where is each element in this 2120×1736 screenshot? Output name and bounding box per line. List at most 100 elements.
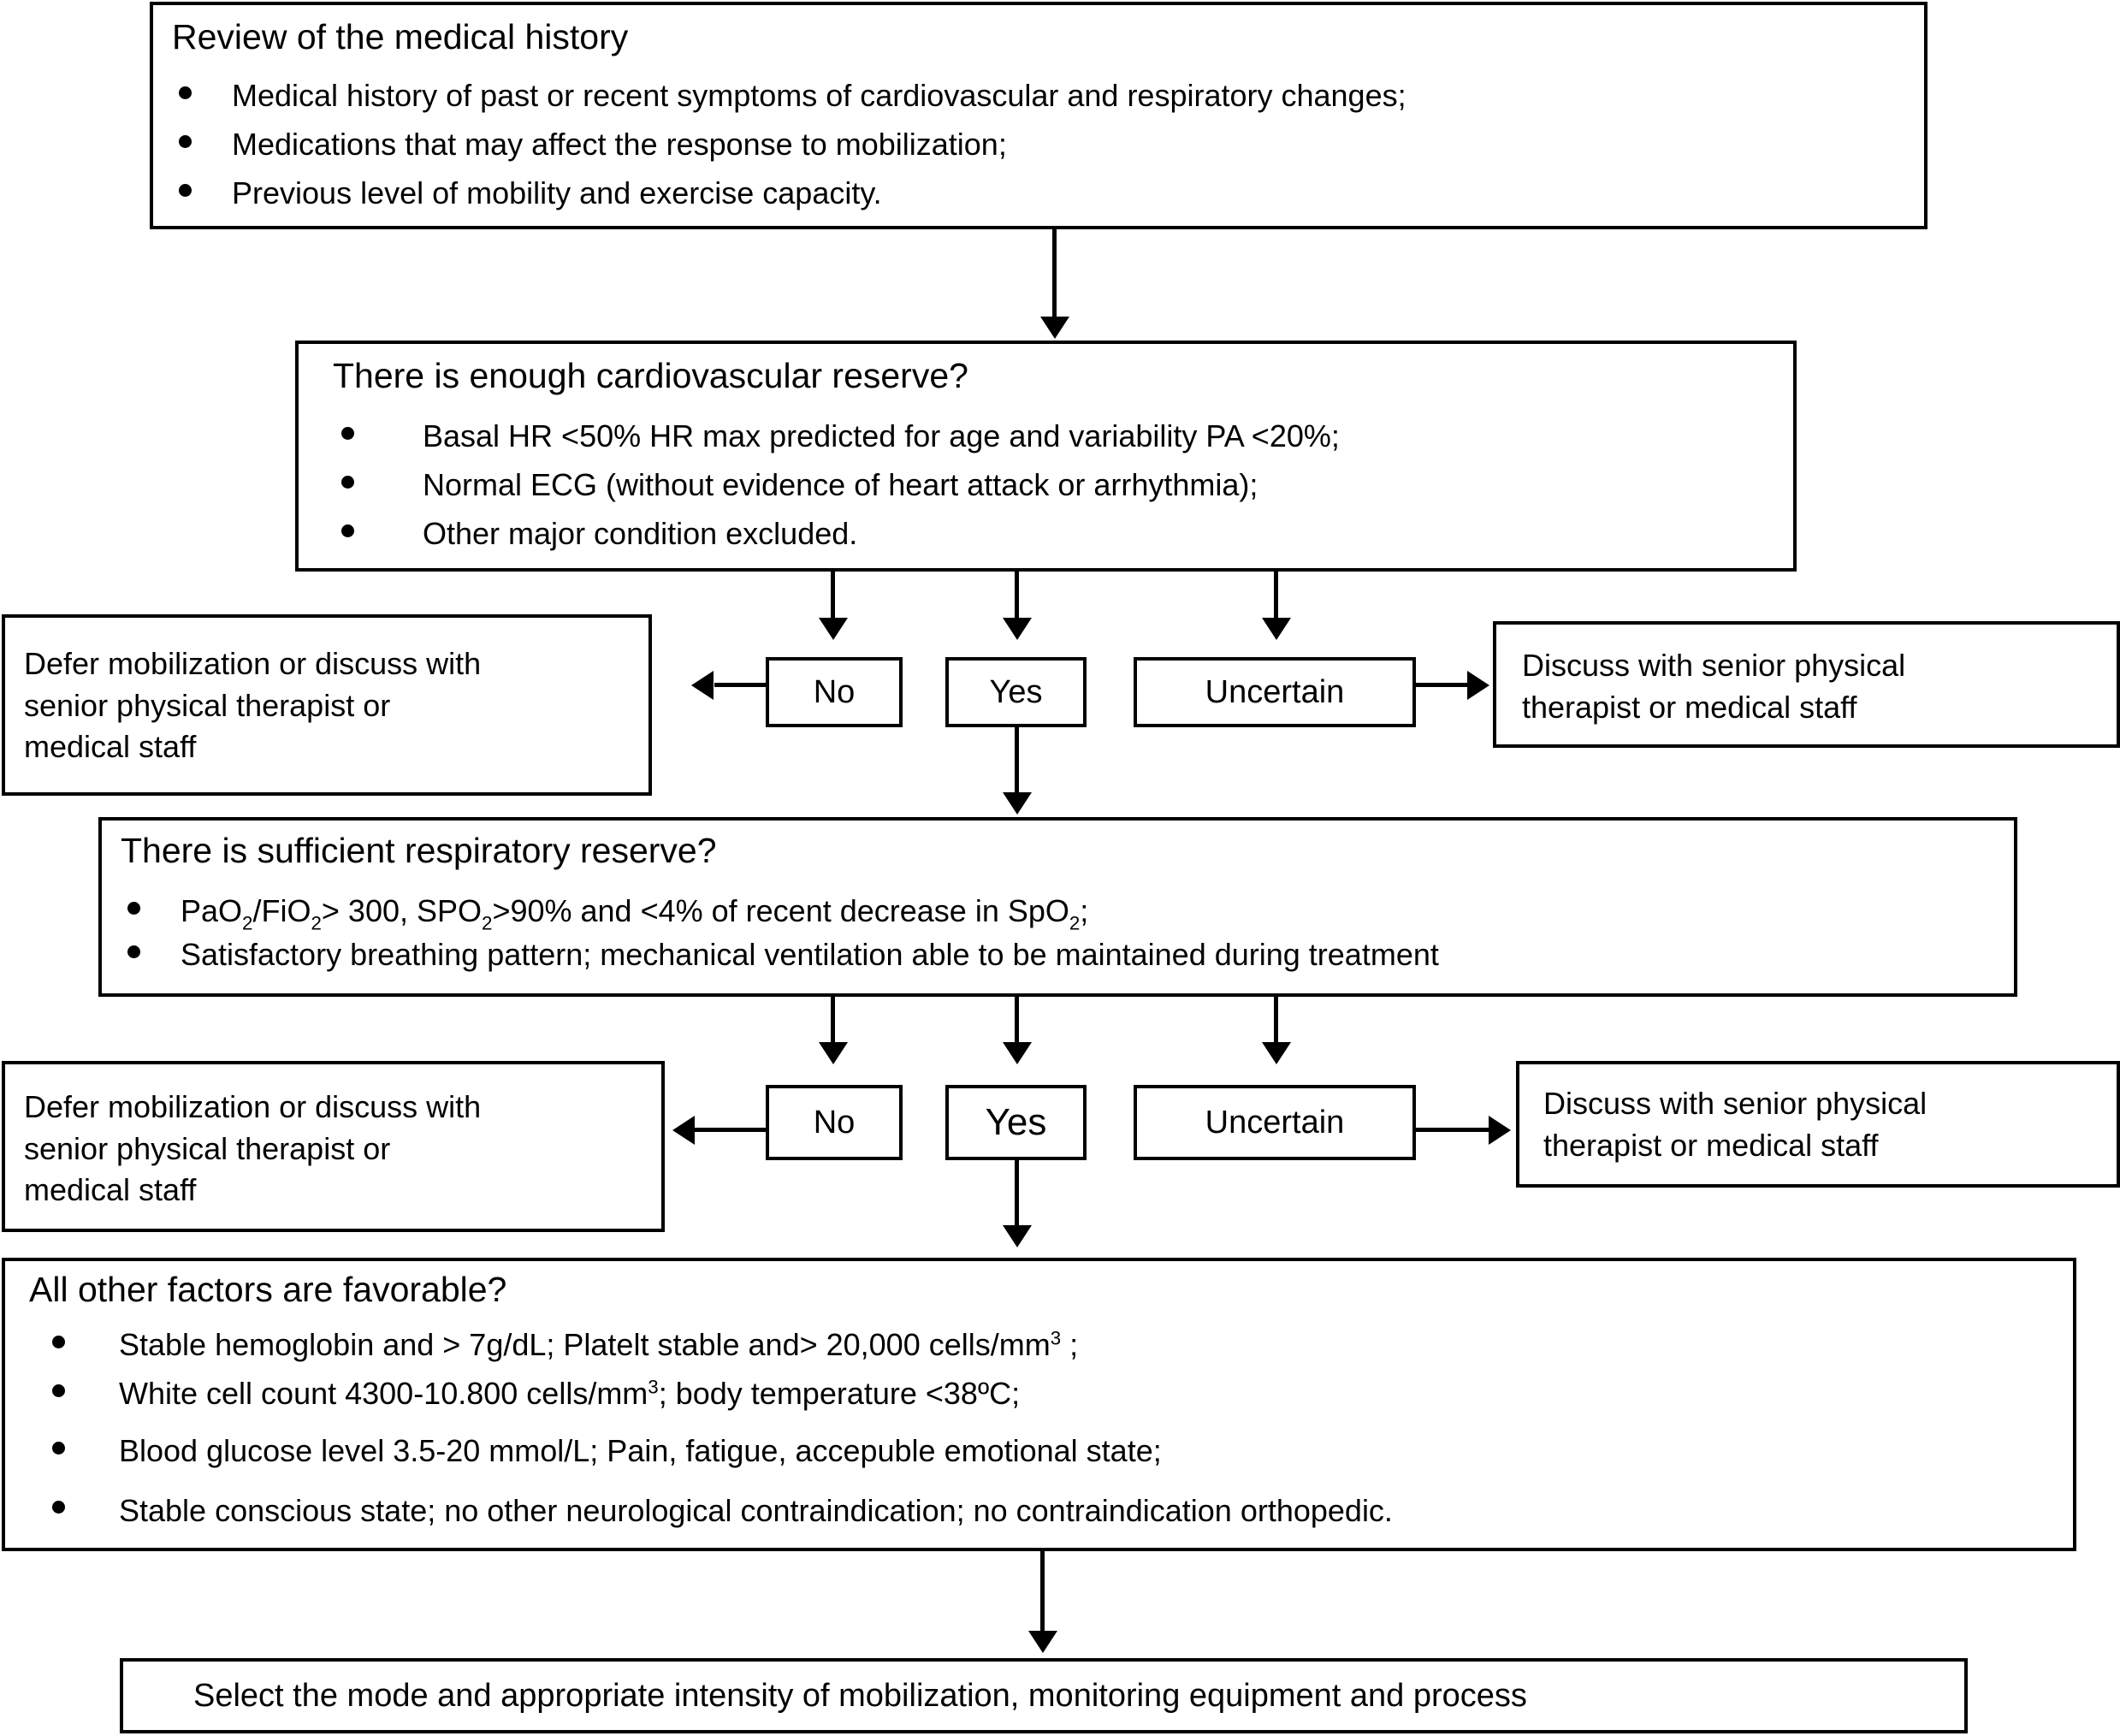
resp-b1-e: ; bbox=[1080, 893, 1089, 928]
defer-line-1: Defer mobilization or discuss with bbox=[24, 646, 482, 681]
list-item: Stable hemoglobin and > 7g/dL; Platelt s… bbox=[52, 1326, 2054, 1363]
connector-resp-no-to-defer bbox=[695, 1128, 766, 1132]
resp-yes-option[interactable]: Yes bbox=[945, 1085, 1087, 1160]
factors-b2-a: White cell count 4300-10.800 cells/mm bbox=[119, 1376, 648, 1412]
arrow-down-icon bbox=[1262, 618, 1291, 640]
arrow-left-icon bbox=[672, 1116, 695, 1145]
bullet-dot-icon bbox=[52, 1383, 65, 1397]
resp-b1-sub2: 2 bbox=[311, 912, 322, 934]
list-item: White cell count 4300-10.800 cells/mm3; … bbox=[52, 1375, 2054, 1412]
list-item: Medical history of past or recent sympto… bbox=[179, 77, 1898, 114]
list-item: Previous level of mobility and exercise … bbox=[179, 175, 1898, 211]
bullet-dot-icon bbox=[179, 184, 192, 198]
list-item: Other major condition excluded. bbox=[341, 515, 1753, 552]
cardio-uncertain-option[interactable]: Uncertain bbox=[1134, 657, 1416, 727]
resp-b1-sub3: 2 bbox=[482, 912, 493, 934]
connector-cardio-to-yes bbox=[1015, 572, 1019, 623]
cardio-no-label: No bbox=[813, 673, 856, 710]
defer-line-3: medical staff bbox=[24, 729, 197, 765]
list-item: Medications that may affect the response… bbox=[179, 126, 1898, 163]
list-item: Satisfactory breathing pattern; mechanic… bbox=[127, 936, 1993, 973]
connector-no-to-defer bbox=[714, 683, 766, 687]
arrow-down-icon bbox=[1262, 1042, 1291, 1064]
connector-factors-to-final bbox=[1040, 1551, 1045, 1641]
factors-b1-sup: 3 bbox=[1050, 1327, 1062, 1349]
connector-resp-to-no bbox=[831, 997, 835, 1048]
defer-line-3: medical staff bbox=[24, 1172, 197, 1208]
cardio-yes-option[interactable]: Yes bbox=[945, 657, 1087, 727]
factors-b1-b: ; bbox=[1061, 1327, 1079, 1362]
list-item: PaO2/FiO2> 300, SPO2>90% and <4% of rece… bbox=[127, 892, 1993, 933]
all-other-factors-bullets: Stable hemoglobin and > 7g/dL; Platelt s… bbox=[52, 1318, 2054, 1529]
connector-resp-yes-to-factors bbox=[1015, 1160, 1019, 1235]
bullet-dot-icon bbox=[52, 1442, 65, 1455]
bullet-dot-icon bbox=[127, 901, 140, 915]
bullet-dot-icon bbox=[179, 86, 192, 99]
cardio-discuss-senior-box: Discuss with senior physical therapist o… bbox=[1493, 621, 2120, 748]
review-medical-history-box: Review of the medical history Medical hi… bbox=[150, 2, 1928, 229]
bullet-dot-icon bbox=[341, 426, 354, 440]
arrow-down-icon bbox=[1040, 317, 1069, 339]
resp-b1-a: PaO bbox=[181, 893, 243, 928]
resp-no-label: No bbox=[813, 1104, 856, 1141]
list-item: Stable conscious state; no other neurolo… bbox=[52, 1492, 2054, 1529]
respiratory-reserve-heading: There is sufficient respiratory reserve? bbox=[121, 831, 717, 870]
resp-b1-sub4: 2 bbox=[1069, 912, 1081, 934]
bullet-dot-icon bbox=[179, 134, 192, 148]
resp-uncertain-label: Uncertain bbox=[1205, 1104, 1345, 1141]
arrow-right-icon bbox=[1467, 671, 1489, 700]
arrow-down-icon bbox=[1028, 1631, 1057, 1653]
arrow-down-icon bbox=[1003, 792, 1032, 815]
list-item: Blood glucose level 3.5-20 mmol/L; Pain,… bbox=[52, 1432, 2054, 1469]
resp-yes-label: Yes bbox=[985, 1101, 1047, 1143]
arrow-left-icon bbox=[691, 671, 714, 700]
resp-b1-sub1: 2 bbox=[242, 912, 253, 934]
defer-line-2: senior physical therapist or bbox=[24, 687, 391, 723]
cardio-no-option[interactable]: No bbox=[766, 657, 903, 727]
resp-defer-mobilization-box: Defer mobilization or discuss with senio… bbox=[2, 1061, 665, 1232]
respiratory-reserve-bullets: PaO2/FiO2> 300, SPO2>90% and <4% of rece… bbox=[127, 882, 1993, 973]
resp-discuss-senior-box: Discuss with senior physical therapist o… bbox=[1516, 1061, 2120, 1188]
factors-b2-sup: 3 bbox=[648, 1376, 659, 1398]
cardio-yes-label: Yes bbox=[989, 673, 1043, 710]
all-other-factors-heading: All other factors are favorable? bbox=[29, 1270, 507, 1309]
arrow-down-icon bbox=[1003, 1225, 1032, 1247]
resp-uncertain-option[interactable]: Uncertain bbox=[1134, 1085, 1416, 1160]
select-mode-label: Select the mode and appropriate intensit… bbox=[193, 1677, 1527, 1714]
bullet-dot-icon bbox=[52, 1335, 65, 1348]
respiratory-reserve-box: There is sufficient respiratory reserve?… bbox=[98, 817, 2017, 997]
all-other-factors-box: All other factors are favorable? Stable … bbox=[2, 1258, 2076, 1551]
cardiovascular-reserve-box: There is enough cardiovascular reserve? … bbox=[295, 341, 1797, 572]
resp-b1-d: >90% and <4% of recent decrease in SpO bbox=[492, 893, 1069, 928]
bullet-dot-icon bbox=[127, 945, 140, 958]
bullet-dot-icon bbox=[341, 475, 354, 489]
list-item: Basal HR <50% HR max predicted for age a… bbox=[341, 418, 1753, 454]
review-medical-history-bullets: Medical history of past or recent sympto… bbox=[179, 67, 1898, 212]
bullet-dot-icon bbox=[341, 524, 354, 538]
connector-cardio-yes-to-resp bbox=[1015, 727, 1019, 804]
review-medical-history-heading: Review of the medical history bbox=[172, 17, 629, 56]
arrow-right-icon bbox=[1489, 1116, 1511, 1145]
bullet-dot-icon bbox=[52, 1501, 65, 1514]
arrow-down-icon bbox=[819, 1042, 848, 1064]
arrow-down-icon bbox=[819, 618, 848, 640]
connector-cardio-to-no bbox=[831, 572, 835, 623]
resp-b1-b: /FiO bbox=[252, 893, 311, 928]
resp-b1-c: > 300, SPO bbox=[321, 893, 483, 928]
cardiovascular-reserve-bullets: Basal HR <50% HR max predicted for age a… bbox=[341, 406, 1753, 553]
connector-resp-to-yes bbox=[1015, 997, 1019, 1048]
cardio-defer-mobilization-box: Defer mobilization or discuss with senio… bbox=[2, 614, 652, 796]
defer-line-2: senior physical therapist or bbox=[24, 1130, 391, 1166]
resp-no-option[interactable]: No bbox=[766, 1085, 903, 1160]
connector-resp-to-uncertain bbox=[1274, 997, 1278, 1048]
cardiovascular-reserve-heading: There is enough cardiovascular reserve? bbox=[333, 356, 968, 395]
connector-review-to-cardio bbox=[1052, 229, 1057, 323]
discuss-line-2: therapist or medical staff bbox=[1543, 1127, 1879, 1163]
connector-cardio-to-uncertain bbox=[1274, 572, 1278, 623]
arrow-down-icon bbox=[1003, 618, 1032, 640]
discuss-line-1: Discuss with senior physical bbox=[1522, 648, 1906, 683]
factors-b2-b: ; body temperature <38ºC; bbox=[658, 1376, 1021, 1412]
discuss-line-2: therapist or medical staff bbox=[1522, 689, 1857, 725]
factors-b1-a: Stable hemoglobin and > 7g/dL; Platelt s… bbox=[119, 1327, 1051, 1362]
